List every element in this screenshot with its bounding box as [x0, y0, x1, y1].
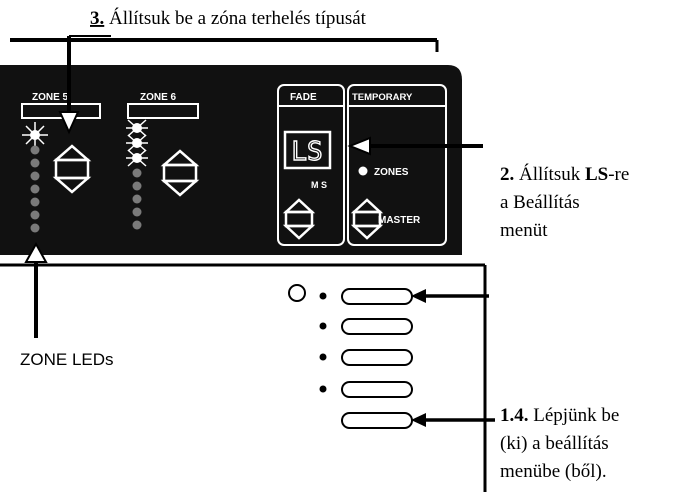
step14-callout: 1.4. Lépjünk be [500, 405, 619, 426]
step2-text2: -re [608, 164, 629, 185]
arrow-icon [411, 413, 495, 427]
fade-up-down-button-icon[interactable] [282, 198, 316, 240]
led-icon [30, 197, 40, 207]
temporary-label: TEMPORARY [352, 92, 413, 103]
led-icon [30, 184, 40, 194]
display-value: LS [291, 137, 322, 167]
dot-indicator [319, 353, 327, 361]
step14-line2: (ki) a beállítás [500, 433, 609, 454]
indicator-ring-icon [288, 284, 306, 302]
zone5-up-down-button-icon[interactable] [52, 144, 92, 194]
zone6-up-down-button-icon[interactable] [160, 149, 200, 197]
led-icon [30, 158, 40, 168]
zone6-label: ZONE 6 [140, 92, 177, 103]
menu-button-4[interactable] [341, 381, 413, 398]
zone-leds-label: ZONE LEDs [20, 350, 114, 369]
led-icon [132, 123, 142, 133]
fade-label: FADE [290, 92, 317, 103]
fade-box [277, 84, 345, 246]
arrow-icon [411, 289, 489, 303]
zone5-label-box [21, 103, 101, 119]
led-icon [132, 220, 142, 230]
zone5-led-column [22, 122, 48, 233]
arrow-icon [24, 241, 48, 338]
dot-indicator [319, 322, 327, 330]
step14-text1: Lépjünk be [529, 405, 620, 426]
menu-button-3[interactable] [341, 349, 413, 366]
step3-number: 3. [90, 8, 104, 29]
zones-label: ZONES [374, 167, 409, 178]
arrow-icon [58, 35, 111, 135]
step2-text1: Állítsuk [514, 163, 585, 185]
step2-callout: 2. Állítsuk LS-re [500, 163, 629, 185]
led-icon [30, 210, 40, 220]
arrow-icon [347, 136, 483, 156]
step14-line3: menübe (ből). [500, 461, 607, 482]
master-label: MASTER [378, 215, 421, 226]
led-icon [30, 130, 40, 140]
led-icon [30, 171, 40, 181]
led-icon [30, 145, 40, 155]
display-sub-label: M S [311, 180, 327, 190]
led-icon [132, 138, 142, 148]
led-icon [30, 223, 40, 233]
fade-display [283, 130, 332, 170]
step2-bold: LS [585, 164, 608, 185]
button-row [319, 288, 413, 429]
menu-button-2[interactable] [341, 318, 413, 335]
control-panel [0, 65, 462, 255]
led-icon [132, 207, 142, 217]
zone6-label-box [127, 103, 199, 119]
master-up-down-button-icon[interactable] [350, 198, 384, 240]
dot-indicator [319, 292, 327, 300]
led-icon [132, 181, 142, 191]
zones-led-icon [358, 166, 368, 176]
step2-line2: a Beállítás [500, 192, 580, 213]
step2-line3: menüt [500, 220, 548, 241]
zone6-led-column [126, 119, 148, 230]
menu-button-1[interactable] [341, 288, 413, 305]
menu-button-5[interactable] [341, 412, 413, 429]
temporary-box [347, 84, 447, 246]
led-icon [132, 194, 142, 204]
zone5-label: ZONE 5 [32, 92, 69, 103]
step3-text: Állítsuk be a zóna terhelés típusát [104, 7, 366, 29]
led-icon [132, 153, 142, 163]
step14-number: 1.4. [500, 405, 529, 426]
led-icon [132, 168, 142, 178]
step2-number: 2. [500, 164, 514, 185]
step3-callout: 3. Állítsuk be a zóna terhelés típusát [90, 7, 367, 29]
dot-indicator [319, 385, 327, 393]
